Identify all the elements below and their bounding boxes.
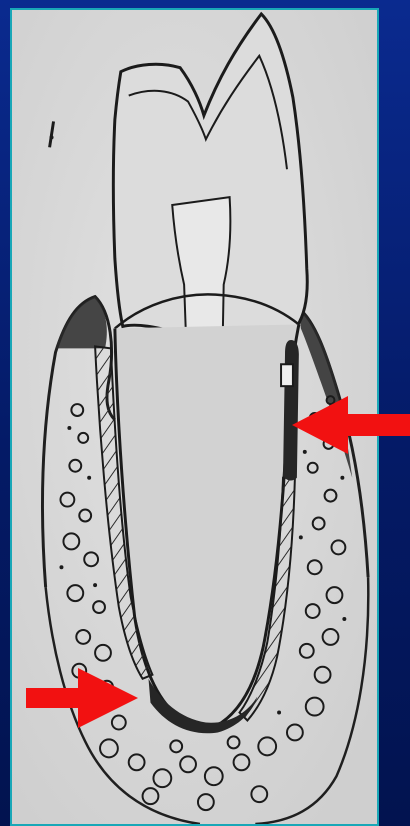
right-marker-box: [281, 364, 293, 386]
right-arrow: [292, 396, 410, 454]
lower-left-arrow: [26, 668, 138, 728]
